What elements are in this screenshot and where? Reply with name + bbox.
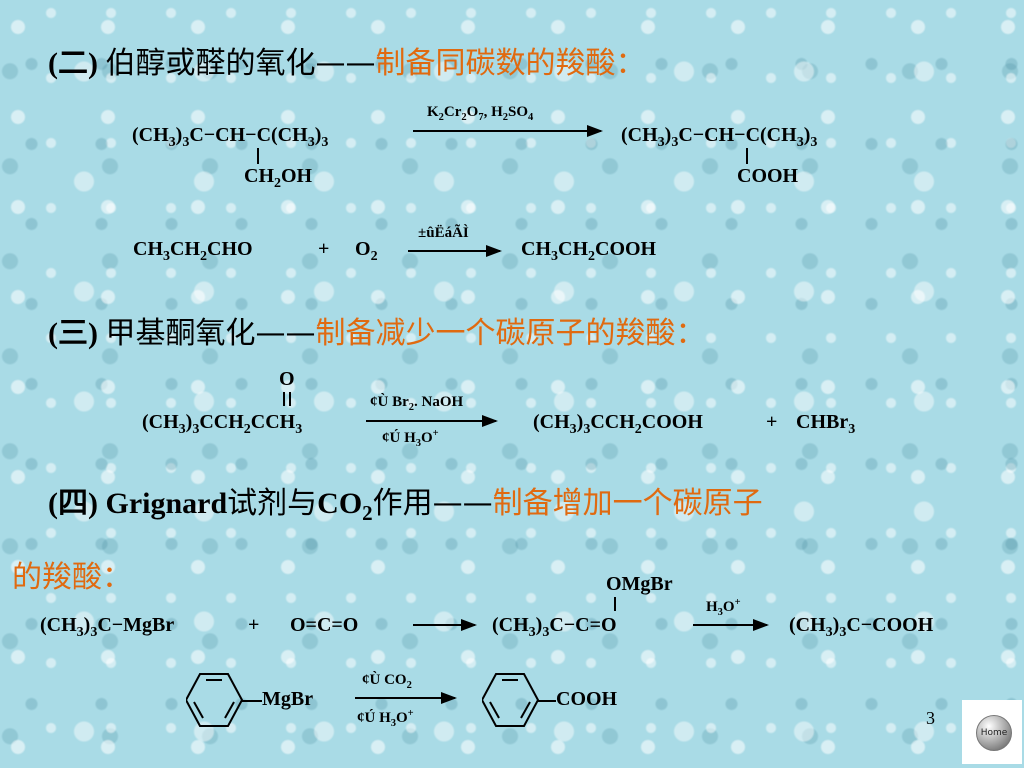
r4-arrow-2: [693, 619, 769, 631]
r1-reactant-sub: CH2OH: [244, 165, 313, 191]
r4-co2: O=C=O: [290, 614, 359, 636]
r1-product-sub: COOH: [737, 165, 799, 187]
r1-reagent: K2Cr2O7, H2SO4: [427, 104, 534, 123]
section-4-heading: (四) Grignard试剂与CO2作用——制备增加一个碳原子: [48, 478, 763, 525]
section-3-heading: (三) 甲基酮氧化——制备减少一个碳原子的羧酸：: [48, 308, 705, 352]
home-button[interactable]: Home: [976, 715, 1012, 751]
benzene-ring-product-icon: [482, 673, 540, 727]
r1-product: (CH3)3C−CH−C(CH3)3: [621, 124, 818, 150]
r4-arrow-1: [413, 619, 477, 631]
section-2-prefix: (二): [48, 47, 98, 80]
section-2-title: 伯醇或醛的氧化——: [105, 46, 376, 81]
r5-arrow: [355, 692, 457, 704]
section-4-highlight: 制备增加一个碳原子: [492, 486, 763, 521]
r5-cooh: COOH: [556, 688, 618, 710]
r1-product-bond: [746, 148, 748, 164]
section-4-title-post: 作用——: [372, 486, 493, 521]
section-3-highlight: 制备减少一个碳原子的羧酸：: [315, 316, 706, 351]
r3-double-bond-a: [283, 392, 285, 406]
r2-reagent: ±ûËáÃÌ: [418, 225, 469, 241]
r5-reagent-top: ¢Ù CO2: [362, 672, 412, 691]
home-icon: Home: [980, 728, 1008, 738]
r1-reactant-bond: [257, 148, 259, 164]
r1-arrow: [413, 125, 603, 137]
r3-product: (CH3)3CCH2COOH: [533, 411, 703, 437]
r4-intermediate: (CH3)3C−C=O: [492, 614, 617, 640]
r4-reactant: (CH3)3C−MgBr: [40, 614, 175, 640]
r2-o2: O2: [355, 238, 378, 264]
r3-reactant: (CH3)3CCH2CCH3: [142, 411, 303, 437]
section-4-heading-line2: 的羧酸：: [12, 552, 132, 596]
r5-reagent-bottom: ¢Ú H3O+: [357, 708, 414, 729]
r5-mgbr-bond: [242, 700, 262, 702]
r1-reactant: (CH3)3C−CH−C(CH3)3: [132, 124, 329, 150]
benzene-ring-reactant-icon: [186, 673, 244, 727]
r2-arrow: [408, 245, 502, 257]
section-2-heading: (二) 伯醇或醛的氧化——制备同碳数的羧酸：: [48, 38, 645, 82]
r2-plus: +: [318, 238, 330, 260]
r3-reagent-bottom: ¢Ú H3O+: [382, 428, 439, 449]
section-3-title: 甲基酮氧化——: [105, 316, 316, 351]
r5-mgbr: MgBr: [262, 688, 314, 710]
r3-plus: +: [766, 411, 778, 433]
section-4-highlight-2: 的羧酸：: [12, 560, 132, 595]
r2-reactant: CH3CH2CHO: [133, 238, 253, 264]
section-4-title-pre: Grignard试剂与CO2: [105, 486, 373, 525]
r3-carbonyl-o: O: [279, 368, 295, 390]
r4-reagent: H3O+: [706, 597, 741, 618]
r4-product: (CH3)3C−COOH: [789, 614, 934, 640]
r3-arrow: [366, 415, 498, 427]
r2-product: CH3CH2COOH: [521, 238, 657, 264]
r3-reagent-top: ¢Ù Br2. NaOH: [370, 394, 464, 413]
r4-omgbr: OMgBr: [606, 573, 673, 595]
section-3-prefix: (三): [48, 317, 98, 350]
section-4-prefix: (四): [48, 487, 98, 520]
r3-double-bond-b: [289, 392, 291, 406]
page-number: 3: [926, 708, 935, 728]
r4-omgbr-bond: [614, 597, 616, 611]
r4-plus: +: [248, 614, 260, 636]
r5-cooh-bond: [538, 700, 556, 702]
section-2-highlight: 制备同碳数的羧酸：: [375, 46, 646, 81]
r3-byproduct: CHBr3: [796, 411, 856, 437]
